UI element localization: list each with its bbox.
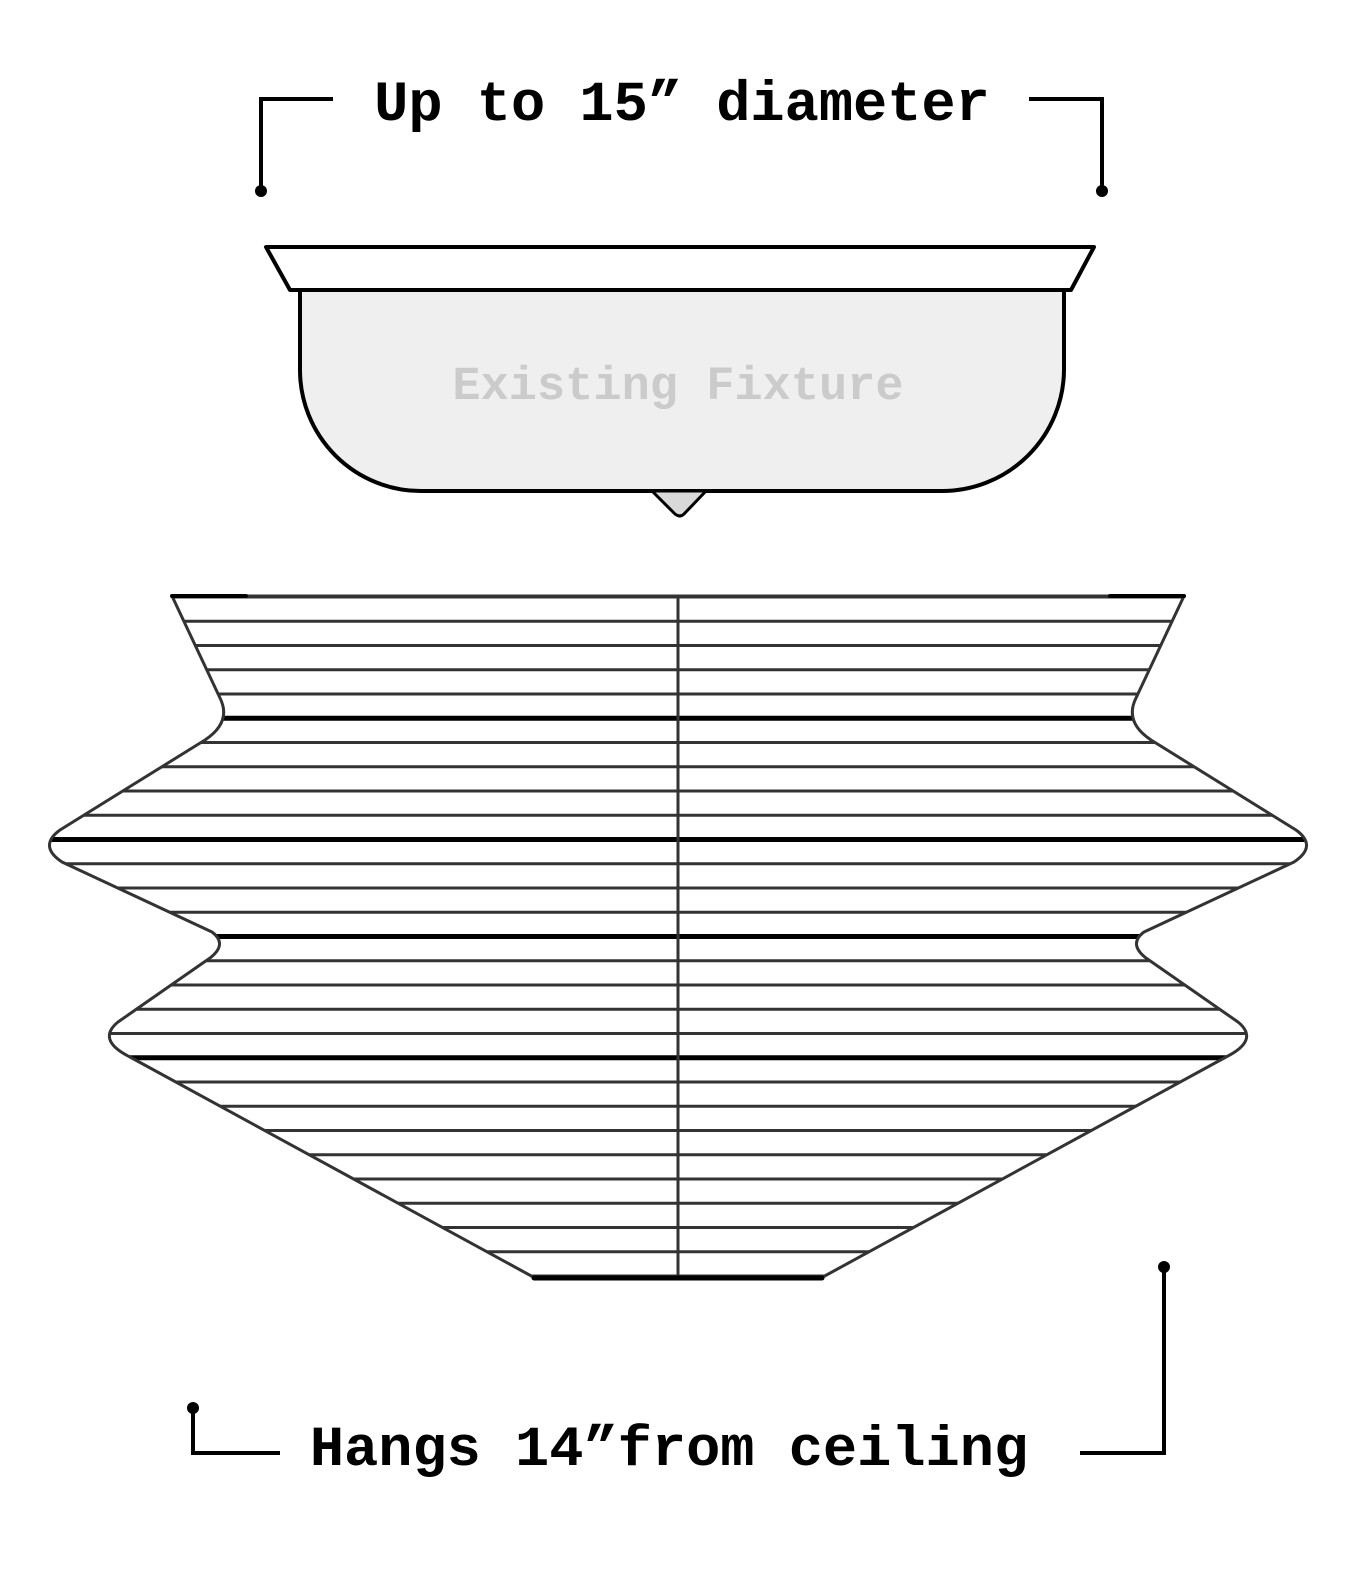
fixture-bowl: [298, 288, 1066, 493]
fixture-finial: [650, 489, 708, 518]
bracket-endpoint-dot: [1158, 1261, 1170, 1273]
pleated-shade: [48, 594, 1308, 1281]
bracket-endpoint-dot: [1096, 185, 1108, 197]
existing-fixture: Existing Fixture: [264, 245, 1096, 518]
diameter-label: Up to 15” diameter: [374, 74, 990, 138]
bracket-endpoint-dot: [187, 1402, 199, 1414]
bracket-endpoint-dot: [255, 185, 267, 197]
hang-label: Hangs 14”from ceiling: [310, 1419, 1028, 1483]
hang-bracket: [191, 1267, 1166, 1455]
diameter-bracket: [259, 97, 1104, 190]
fixture-base-plate: [264, 245, 1096, 292]
fixture-label: Existing Fixture: [452, 361, 903, 414]
